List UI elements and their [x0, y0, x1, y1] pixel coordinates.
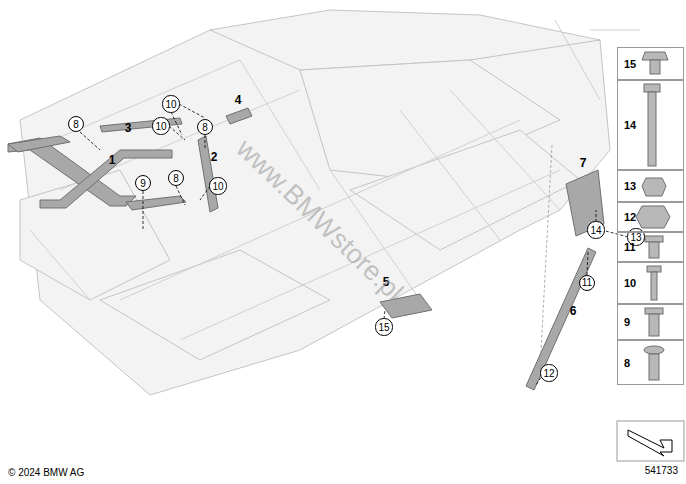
- fastener-icons: [636, 52, 670, 380]
- callout-circle: 10: [162, 95, 179, 112]
- callout-number: 14: [590, 225, 601, 236]
- callout-circle: 15: [375, 318, 392, 335]
- callout-circle: 14: [587, 221, 604, 238]
- callout-number: 11: [624, 241, 636, 253]
- callout-number: 10: [165, 99, 176, 110]
- callout-number: 13: [624, 180, 636, 192]
- callout-number: 14: [624, 119, 636, 131]
- part-number: 7: [580, 156, 587, 170]
- watermark: www.BMWstore.pl: [230, 133, 409, 307]
- callout-number: 11: [582, 277, 592, 288]
- callout-number: 12: [624, 211, 636, 223]
- part-number: 3: [125, 121, 132, 135]
- part-number: 6: [570, 304, 577, 318]
- callout-circle: 11: [579, 275, 595, 291]
- callout-circle: 8: [68, 116, 84, 132]
- part-cell: 11: [617, 232, 684, 262]
- callout-circle: 10: [152, 117, 169, 134]
- callout-number: 8: [202, 122, 208, 133]
- callout-number: 12: [543, 368, 554, 379]
- strut-brace: [8, 108, 604, 390]
- callout-number: 13: [630, 232, 641, 243]
- callout-circle: 12: [540, 364, 557, 381]
- callout-number: 10: [624, 277, 636, 289]
- part-cell: 13: [617, 170, 684, 202]
- direction-arrow-icon: [628, 430, 672, 456]
- arrow-cell: [617, 421, 684, 461]
- callout-number: 15: [624, 58, 636, 70]
- part-number: 2: [211, 150, 218, 164]
- callout-number: 10: [155, 121, 166, 132]
- part-number: 1: [109, 153, 116, 167]
- part-cell: 8: [617, 340, 684, 385]
- callout-number: 8: [73, 119, 79, 130]
- part-cell: 14: [617, 80, 684, 170]
- callout-number: 9: [624, 316, 630, 328]
- callout-circle: 8: [168, 170, 184, 186]
- callout-number: 10: [212, 181, 223, 192]
- part-cell: 15: [617, 47, 684, 80]
- part-cell: 9: [617, 304, 684, 340]
- part-number: 4: [235, 93, 242, 107]
- callout-number: 8: [624, 357, 630, 369]
- callout-circle: 8: [197, 119, 213, 135]
- leader-lines: [80, 104, 628, 385]
- callout-number: 15: [378, 322, 389, 333]
- callout-circle: 9: [135, 175, 151, 191]
- footer-text: 541733: [645, 465, 678, 476]
- footer-text: © 2024 BMW AG: [8, 467, 84, 478]
- part-cell: 12: [617, 202, 684, 232]
- callout-number: 8: [173, 173, 179, 184]
- callout-circle: 10: [209, 177, 226, 194]
- callout-number: 9: [140, 178, 146, 189]
- part-cell: 10: [617, 262, 684, 304]
